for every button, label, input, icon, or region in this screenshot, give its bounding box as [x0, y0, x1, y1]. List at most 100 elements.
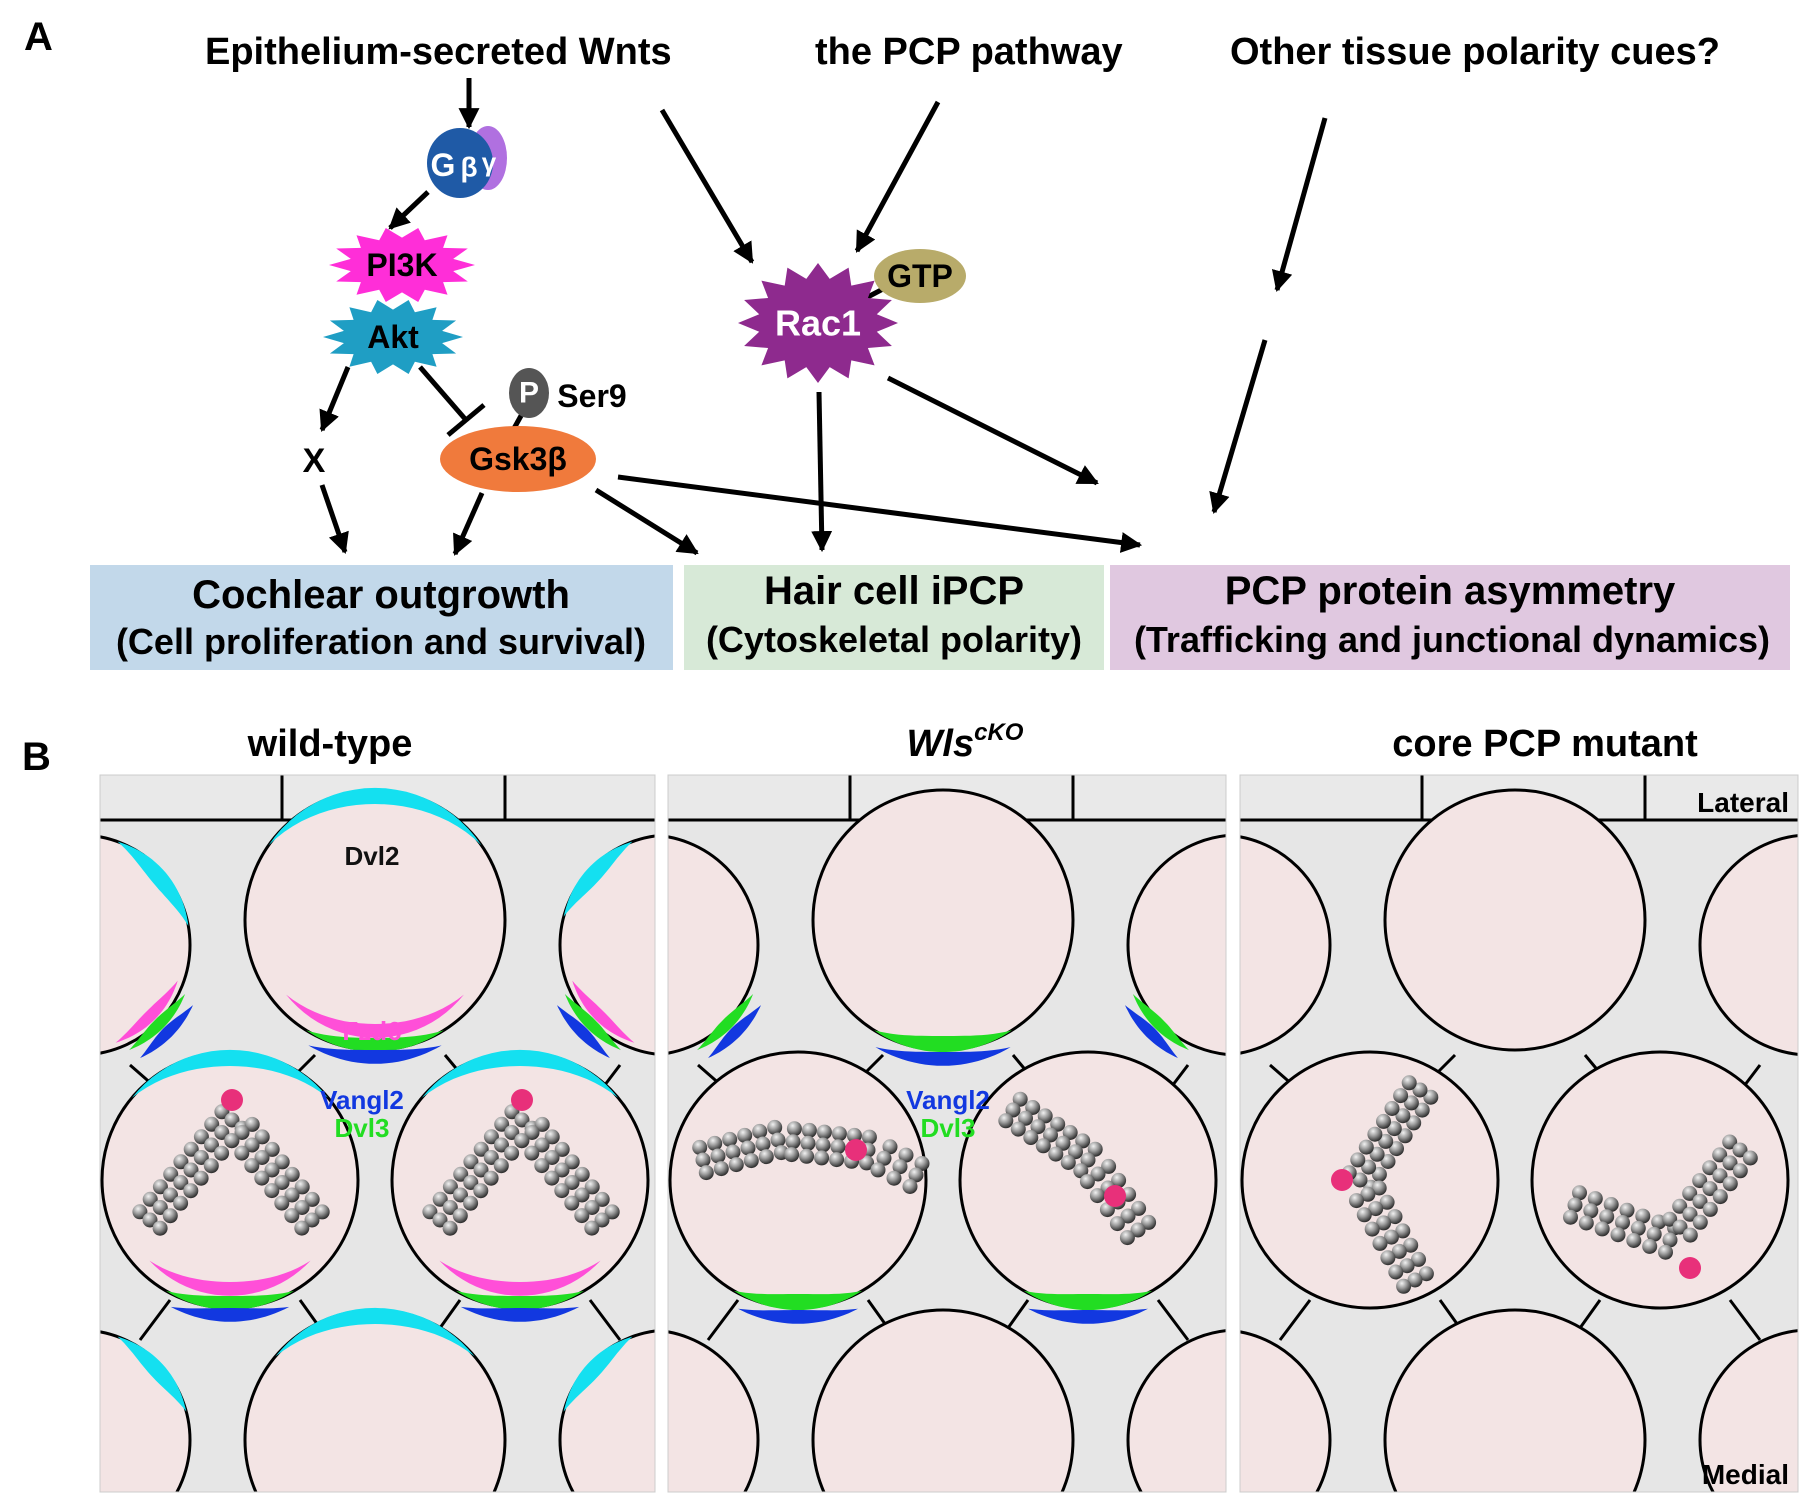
- kinocilium: [1679, 1257, 1701, 1279]
- cell-junction: [1278, 1299, 1312, 1341]
- stereocilium: [264, 1141, 280, 1157]
- stereocilium: [594, 1191, 610, 1207]
- stereocilium: [463, 1195, 479, 1211]
- hair-cell: [1530, 1050, 1790, 1310]
- stereocilium: [1411, 1251, 1426, 1267]
- stereocilium: [1068, 1144, 1083, 1160]
- stereocilium: [163, 1166, 179, 1182]
- vangl2-crescent: [1125, 1005, 1178, 1058]
- stereocilium: [1376, 1113, 1391, 1129]
- stereocilium: [1692, 1214, 1708, 1230]
- dvl3-crescent: [564, 994, 621, 1051]
- stereocilium: [564, 1195, 580, 1211]
- stereocilium: [1043, 1127, 1058, 1143]
- stereocilium: [584, 1220, 600, 1236]
- ser9-label: Ser9: [557, 378, 626, 414]
- dvl2-crescent: [563, 1336, 633, 1412]
- supporting-cell: [1240, 1330, 1332, 1492]
- stereocilium: [314, 1204, 330, 1220]
- stereocilium: [453, 1187, 468, 1203]
- stereocilium: [1626, 1233, 1642, 1248]
- stereocilium: [1682, 1206, 1698, 1222]
- stereocilium: [152, 1179, 168, 1195]
- label-dvl3-cko: Dvl3: [921, 1113, 976, 1143]
- rac1-label: Rac1: [775, 303, 861, 344]
- stereocilium: [1403, 1237, 1419, 1253]
- stereocilium: [544, 1150, 560, 1165]
- stereocilium: [737, 1127, 753, 1143]
- stereocilium: [244, 1116, 260, 1132]
- supporting-cell: [100, 1330, 192, 1492]
- stereocilium: [1358, 1139, 1374, 1155]
- source-other-cues: Other tissue polarity cues?: [1230, 31, 1720, 73]
- edge-gsk-haircell: [594, 487, 699, 556]
- subpanel-frame: [1239, 774, 1799, 1493]
- outcome-pcp-asymmetry: PCP protein asymmetry (Trafficking and j…: [1110, 565, 1790, 670]
- edge-gbg-pi3k: [388, 190, 430, 230]
- pi3k-starburst: [329, 228, 475, 302]
- gbetagamma-node: G β γ: [427, 126, 507, 198]
- stereocilium: [1371, 1180, 1387, 1196]
- stereocilium: [1030, 1119, 1046, 1135]
- dvl2-crescent: [563, 841, 633, 917]
- wls-main: Wls: [907, 723, 975, 765]
- p-badge-shape: [509, 368, 549, 418]
- dvl3-crescent: [166, 1290, 294, 1310]
- title-core-pcp-mutant: core PCP mutant: [1392, 723, 1698, 765]
- stereocilium: [1583, 1203, 1599, 1219]
- stereocilium: [914, 1156, 930, 1171]
- stereocilium: [1369, 1146, 1385, 1162]
- stereocilium: [1712, 1189, 1728, 1205]
- stereocilium: [1371, 1166, 1387, 1182]
- stereocilium: [1062, 1125, 1078, 1140]
- outcome-cochlear: Cochlear outgrowth (Cell proliferation a…: [90, 565, 673, 670]
- stereocilium: [1395, 1223, 1411, 1239]
- stereocilium: [1722, 1155, 1738, 1171]
- stereocilium: [886, 1170, 902, 1186]
- dvl2-crescent: [421, 1049, 619, 1098]
- source-pcp-pathway: the PCP pathway: [815, 31, 1123, 73]
- stereocilium: [514, 1112, 530, 1128]
- stereocilium: [1012, 1091, 1028, 1107]
- stereocilium: [814, 1150, 830, 1166]
- stereocilium: [163, 1187, 178, 1203]
- stereocilium: [544, 1129, 560, 1145]
- stereocilium: [1079, 1174, 1095, 1190]
- stereocilium: [254, 1129, 270, 1145]
- supporting-cell: [1126, 1329, 1226, 1492]
- stereocilium: [1406, 1115, 1422, 1131]
- stereocilium: [831, 1126, 847, 1142]
- vangl2-crescent: [170, 1306, 290, 1322]
- pcp-asymmetry-box: [1110, 565, 1790, 670]
- stereocilium: [755, 1136, 771, 1152]
- stereocilium: [1630, 1220, 1646, 1236]
- akt-label: Akt: [367, 319, 419, 355]
- stereocilium: [284, 1187, 300, 1203]
- dvl2-crescent: [117, 1336, 187, 1412]
- stereocilium: [1722, 1134, 1738, 1150]
- stereocilium: [442, 1179, 458, 1195]
- stereocilium: [504, 1125, 520, 1140]
- stereocilium: [193, 1170, 209, 1186]
- edge-akt-gsk-inhibit: [418, 365, 468, 422]
- stereocilium: [193, 1150, 209, 1165]
- stereocilium: [604, 1204, 620, 1220]
- stereocilium: [1712, 1147, 1728, 1163]
- cell-layer: [100, 775, 655, 1492]
- stereocilium: [1372, 1235, 1388, 1251]
- cell-junction: [706, 1299, 740, 1341]
- stereocilium: [304, 1191, 320, 1207]
- stereocilium: [1378, 1133, 1394, 1149]
- stereocilium: [1386, 1121, 1402, 1137]
- stereocilium: [264, 1162, 280, 1178]
- stereocilium: [1080, 1152, 1096, 1168]
- stereocilium: [574, 1166, 590, 1182]
- stereocilium: [254, 1170, 270, 1186]
- stereocilium: [1391, 1243, 1407, 1259]
- p-label: P: [519, 377, 539, 410]
- dvl2-crescent: [268, 787, 482, 846]
- stereocilium: [173, 1154, 189, 1170]
- stereocilium: [1388, 1264, 1404, 1280]
- stereocilium: [1035, 1138, 1051, 1154]
- stereocilium: [1403, 1095, 1419, 1111]
